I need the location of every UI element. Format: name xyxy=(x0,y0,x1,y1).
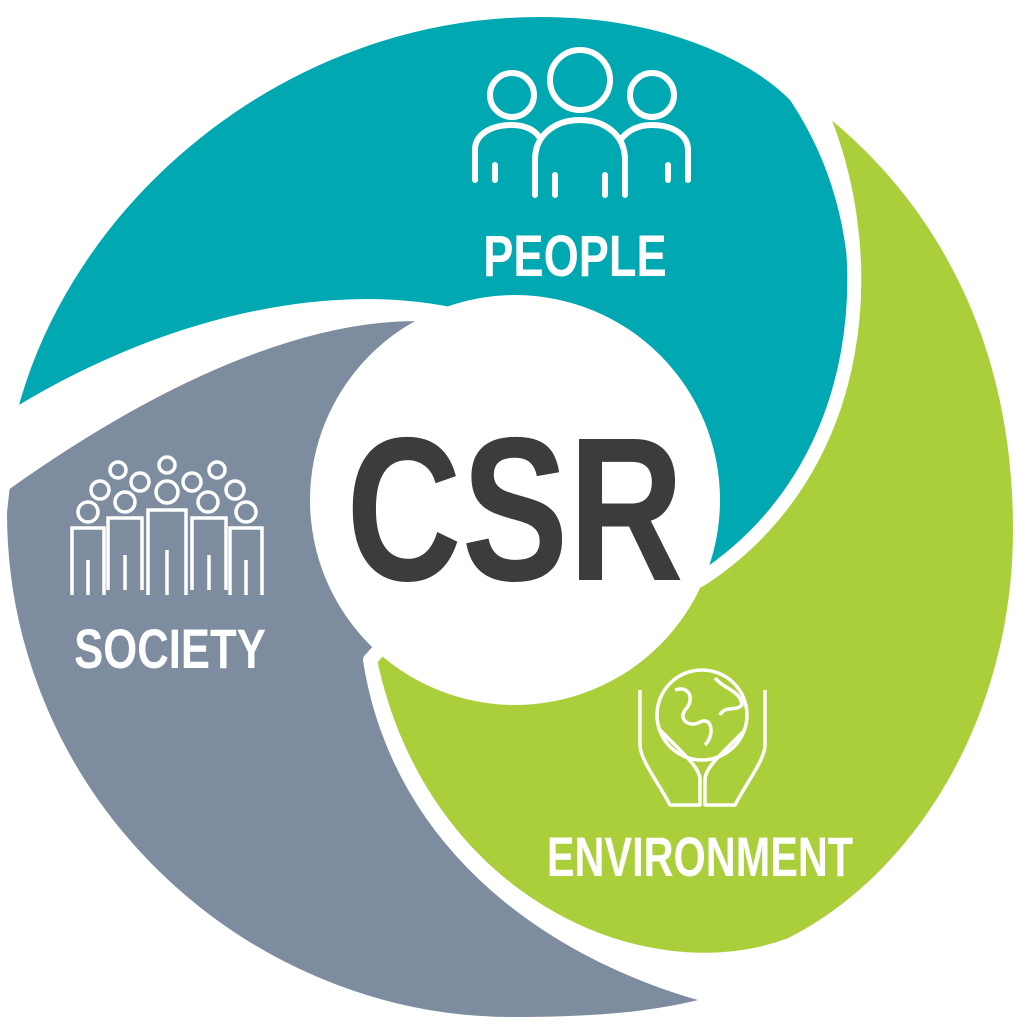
center-label: CSR xyxy=(346,395,684,624)
segment-environment xyxy=(363,91,1024,967)
center-circle xyxy=(310,295,720,705)
segment-label-society: SOCIETY xyxy=(74,618,266,680)
globe-in-hands-icon xyxy=(638,668,767,807)
people-icon xyxy=(472,47,691,198)
segment-label-environment: ENVIRONMENT xyxy=(547,826,853,889)
segment-society xyxy=(0,307,732,1024)
segment-label-people: PEOPLE xyxy=(483,225,666,290)
crowd-icon xyxy=(70,455,264,595)
